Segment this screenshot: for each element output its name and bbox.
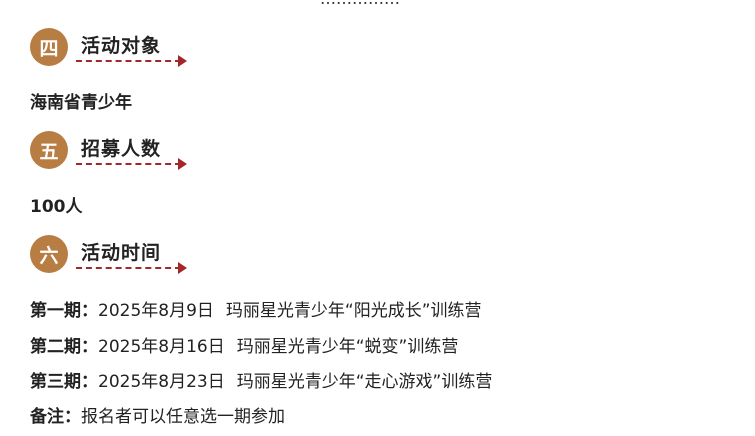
note-label: 备注： bbox=[30, 407, 81, 427]
cut-off-text: …………… bbox=[320, 0, 400, 8]
arrow-right-icon bbox=[178, 262, 187, 274]
schedule-row: 第三期：2025年8月23日玛丽星光青少年“走心游戏”训练营 bbox=[30, 367, 492, 392]
schedule-date: 2025年8月16日 bbox=[98, 337, 225, 357]
arrow-right-icon bbox=[178, 158, 187, 170]
schedule-date: 2025年8月23日 bbox=[98, 372, 225, 392]
schedule-label: 第二期： bbox=[30, 337, 98, 357]
dashed-divider bbox=[76, 163, 181, 165]
schedule-event: 玛丽星光青少年“走心游戏”训练营 bbox=[236, 372, 493, 392]
schedule-event: 玛丽星光青少年“阳光成长”训练营 bbox=[225, 301, 482, 321]
schedule-label: 第三期： bbox=[30, 372, 98, 392]
schedule-event: 玛丽星光青少年“蜕变”训练营 bbox=[236, 337, 459, 357]
recruit-count-text: 100人 bbox=[30, 197, 83, 217]
schedule-label: 第一期： bbox=[30, 301, 98, 321]
dashed-divider bbox=[76, 267, 181, 269]
schedule-row: 第二期：2025年8月16日玛丽星光青少年“蜕变”训练营 bbox=[30, 332, 458, 357]
note-row: 备注：报名者可以任意选一期参加 bbox=[30, 402, 285, 427]
section-title: 活动时间 bbox=[81, 242, 162, 264]
schedule-row: 第一期：2025年8月9日玛丽星光青少年“阳光成长”训练营 bbox=[30, 296, 482, 321]
section-number-badge: 四 bbox=[30, 28, 68, 66]
arrow-right-icon bbox=[178, 55, 187, 67]
section-title: 活动对象 bbox=[81, 35, 162, 57]
section-title: 招募人数 bbox=[81, 138, 162, 160]
section-number-badge: 六 bbox=[30, 235, 68, 273]
note-text: 报名者可以任意选一期参加 bbox=[81, 407, 285, 427]
schedule-date: 2025年8月9日 bbox=[98, 301, 214, 321]
section-number-badge: 五 bbox=[30, 131, 68, 169]
audience-text: 海南省青少年 bbox=[30, 93, 132, 113]
dashed-divider bbox=[76, 60, 181, 62]
